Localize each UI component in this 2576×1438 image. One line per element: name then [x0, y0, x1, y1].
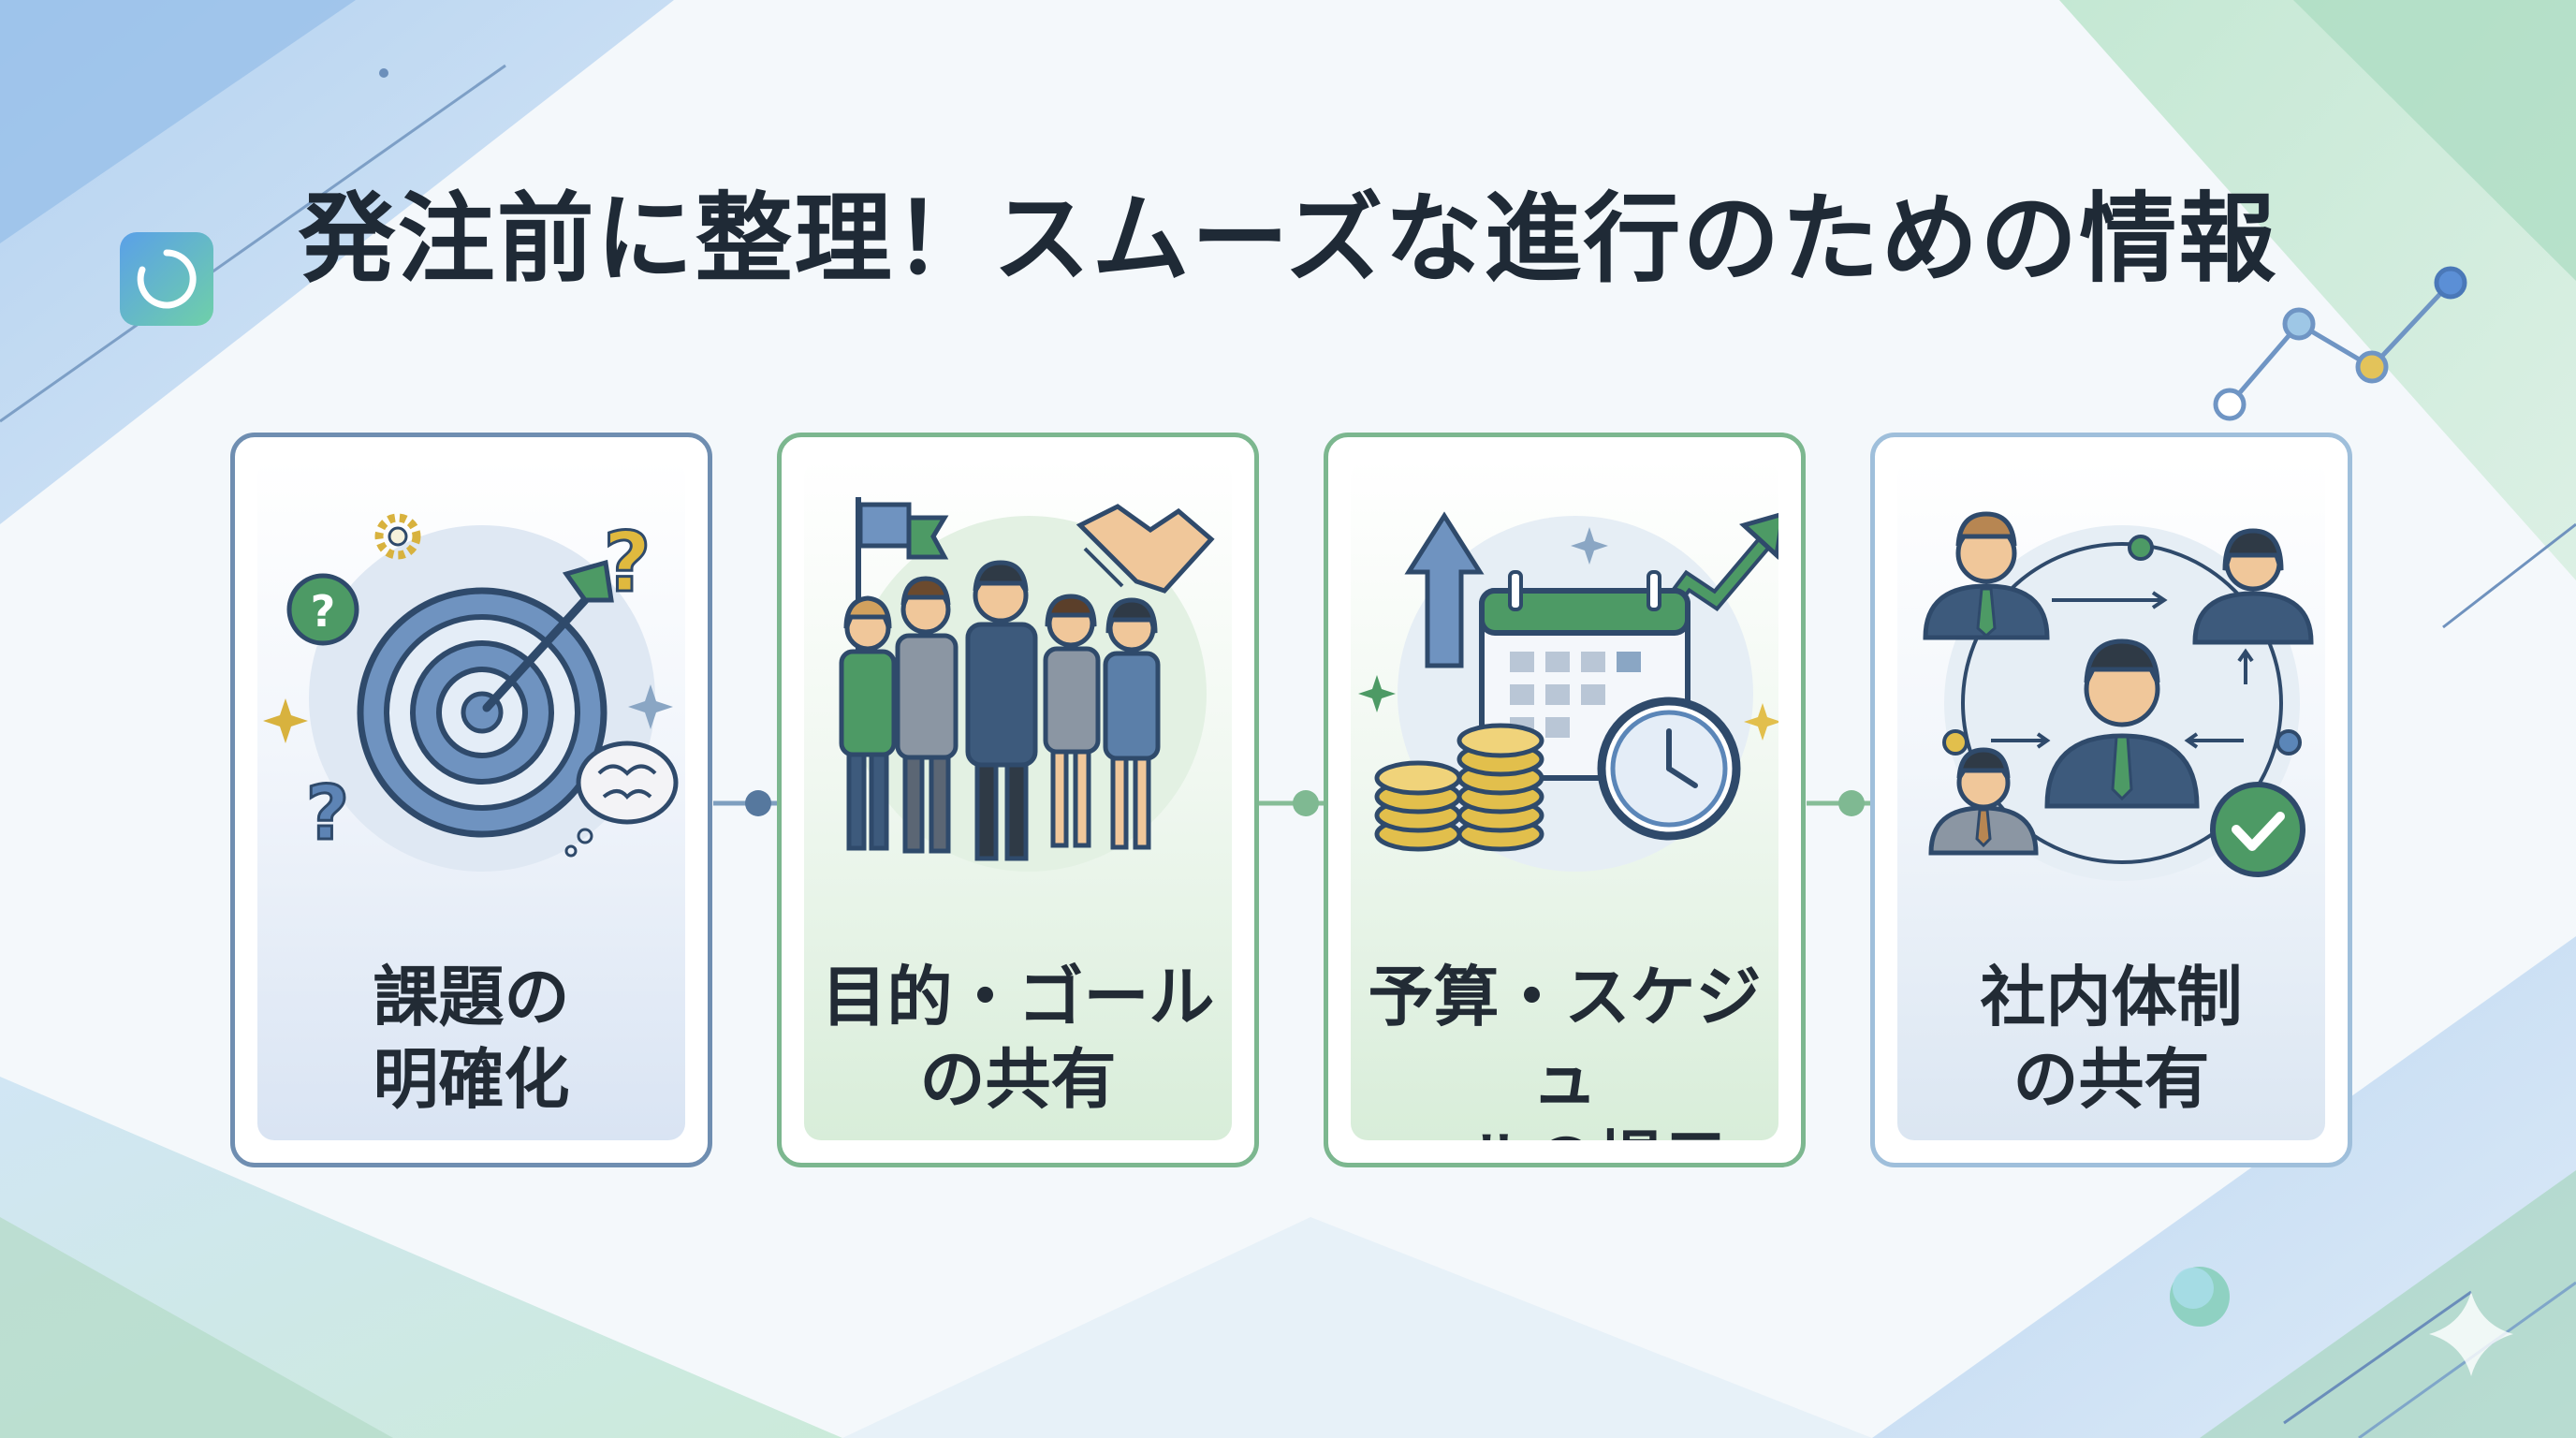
budget-calendar-icon [1358, 511, 1778, 872]
org-network-icon [1923, 511, 2314, 881]
card-label: 目的・ゴール の共有 [821, 959, 1215, 1118]
page-title: 発注前に整理！スムーズな進行のための情報 [298, 182, 2278, 296]
svg-text:?: ? [603, 514, 651, 610]
card-issue-clarification: ? ? ? 課題の 明確化 [230, 433, 724, 1180]
card-label: 社内体制 の共有 [1980, 959, 2243, 1118]
svg-text:?: ? [311, 586, 336, 637]
card-label: 予算・スケジュ ールの提示 [1368, 959, 1762, 1140]
target-icon: ? ? ? [263, 513, 679, 872]
card-goal-sharing: 目的・ゴール の共有 [777, 433, 1271, 1180]
team-flag-icon [839, 497, 1215, 872]
card-label: 課題の 明確化 [373, 959, 570, 1118]
logo-icon [120, 232, 213, 326]
svg-text:?: ? [306, 770, 349, 857]
card-budget-schedule: 予算・スケジュ ールの提示 [1324, 433, 1818, 1180]
card-organization-sharing: 社内体制 の共有 [1870, 433, 2364, 1180]
